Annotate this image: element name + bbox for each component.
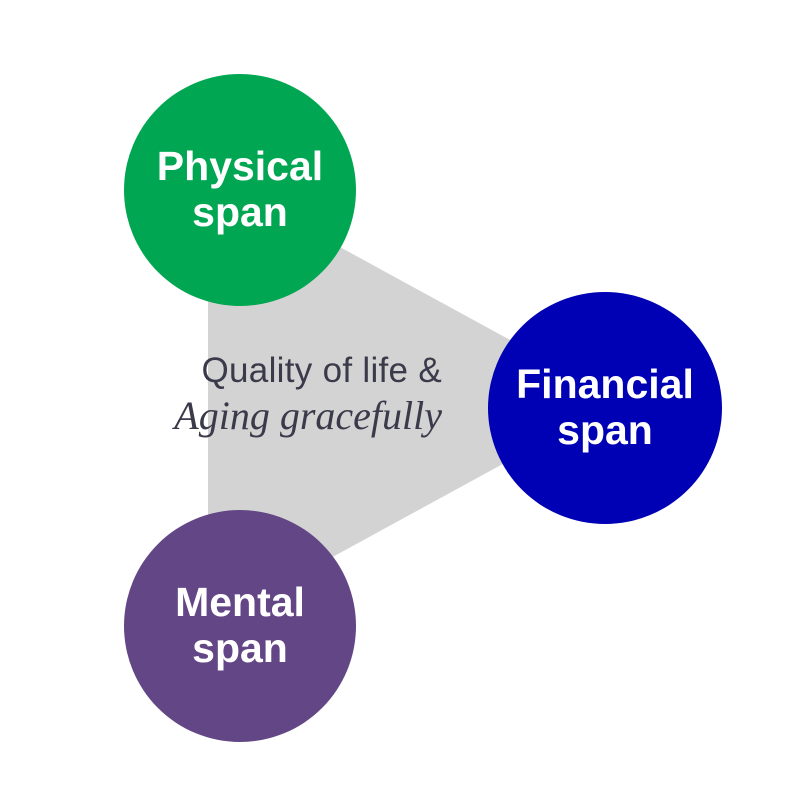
financial-span-label-line1: Financial <box>516 361 694 408</box>
financial-span-label-line2: span <box>557 407 653 453</box>
mental-span-circle: Mental span <box>124 510 356 742</box>
center-caption: Quality of life & Aging gracefully <box>100 350 442 440</box>
center-caption-line1: Quality of life & <box>201 351 442 390</box>
financial-span-circle: Financial span <box>488 292 722 524</box>
physical-span-circle: Physical span <box>124 74 356 306</box>
mental-span-label-line2: span <box>192 625 288 671</box>
center-caption-line2: Aging gracefully <box>174 393 442 438</box>
triangle-shape <box>208 175 620 625</box>
mental-span-label-line1: Mental <box>175 579 305 626</box>
physical-span-label-line2: span <box>192 189 288 235</box>
physical-span-label-line1: Physical <box>156 143 324 190</box>
